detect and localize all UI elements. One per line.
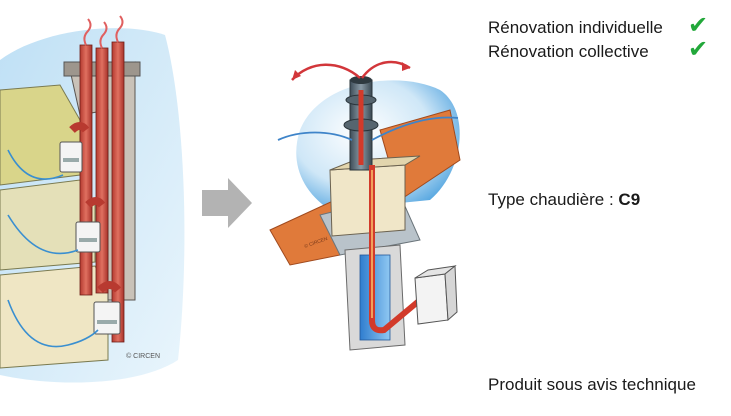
- exhaust-arrow-head: [402, 62, 410, 71]
- feature-collective: Rénovation collective: [488, 42, 649, 61]
- arrow-right-icon: [202, 178, 252, 228]
- exhaust-arrow-head: [292, 70, 301, 80]
- steam-wisp: [83, 18, 92, 46]
- check-icon: ✔: [688, 12, 709, 39]
- flue-terminal-top: [350, 76, 372, 84]
- chimney-block: [329, 164, 406, 237]
- exhaust-arrow: [291, 63, 361, 81]
- building-cutaway-illustration: © CIRCEN: [0, 15, 185, 383]
- boiler-unit: [414, 264, 458, 325]
- flue-pipe-2: [95, 47, 109, 294]
- boiler-unit: [93, 301, 121, 335]
- boiler-type-label: Type chaudière :: [488, 190, 619, 209]
- heating-cable: [7, 149, 64, 180]
- boiler-unit: [59, 141, 83, 173]
- check-icon: ✔: [688, 36, 709, 63]
- boiler-unit: [75, 221, 101, 253]
- flue-pipe-3: [111, 41, 125, 343]
- feature-individual: Rénovation individuelle: [488, 18, 663, 37]
- flue-elbow: [85, 197, 106, 208]
- certification-note: Produit sous avis technique: [488, 375, 696, 394]
- chimney-renovation-illustration: © CIRCEN: [269, 60, 461, 351]
- flue-elbow: [97, 281, 122, 293]
- steam-wisp: [99, 21, 108, 49]
- flue-elbow: [69, 122, 90, 133]
- flue-liner: [369, 165, 422, 334]
- air-intake-line: [277, 131, 353, 141]
- heating-cable: [7, 299, 99, 348]
- left-watermark: © CIRCEN: [126, 352, 160, 360]
- boiler-type: Type chaudière : C9: [488, 190, 640, 210]
- air-intake-line: [371, 116, 459, 141]
- steam-wisp: [115, 15, 124, 43]
- heating-cable: [7, 214, 79, 255]
- boiler-type-value: C9: [618, 190, 641, 209]
